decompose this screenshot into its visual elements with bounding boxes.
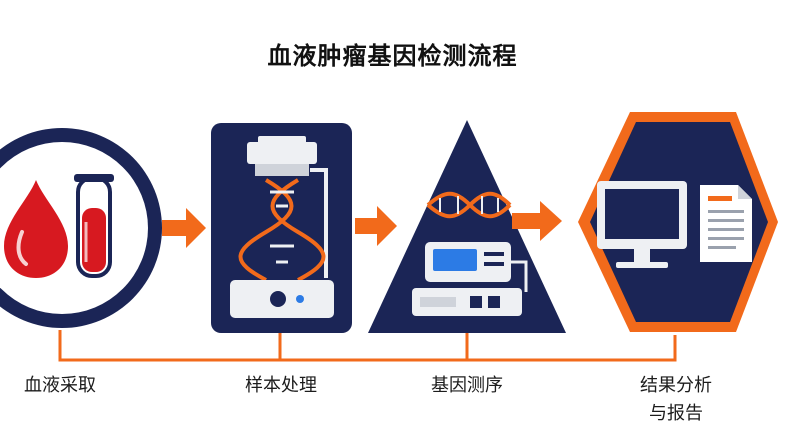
- step-label-sample-processing: 样本处理: [245, 375, 317, 396]
- step-label-gene-sequencing: 基因测序: [431, 375, 503, 396]
- diagram-title: 血液肿瘤基因检测流程: [267, 42, 518, 70]
- sample-processing-icon: [211, 123, 352, 333]
- bottom-connector-line: [58, 330, 677, 362]
- gene-sequencer-icon: [368, 120, 566, 333]
- blood-sample-icon: [0, 128, 162, 328]
- step-label-blood-collection: 血液采取: [24, 375, 96, 396]
- report-analysis-icon: [578, 112, 778, 332]
- step-label-result-report: 结果分析 与报告: [640, 375, 712, 424]
- arrow-2-icon: [355, 206, 397, 246]
- arrow-1-icon: [162, 208, 206, 248]
- arrow-3-icon: [512, 201, 562, 241]
